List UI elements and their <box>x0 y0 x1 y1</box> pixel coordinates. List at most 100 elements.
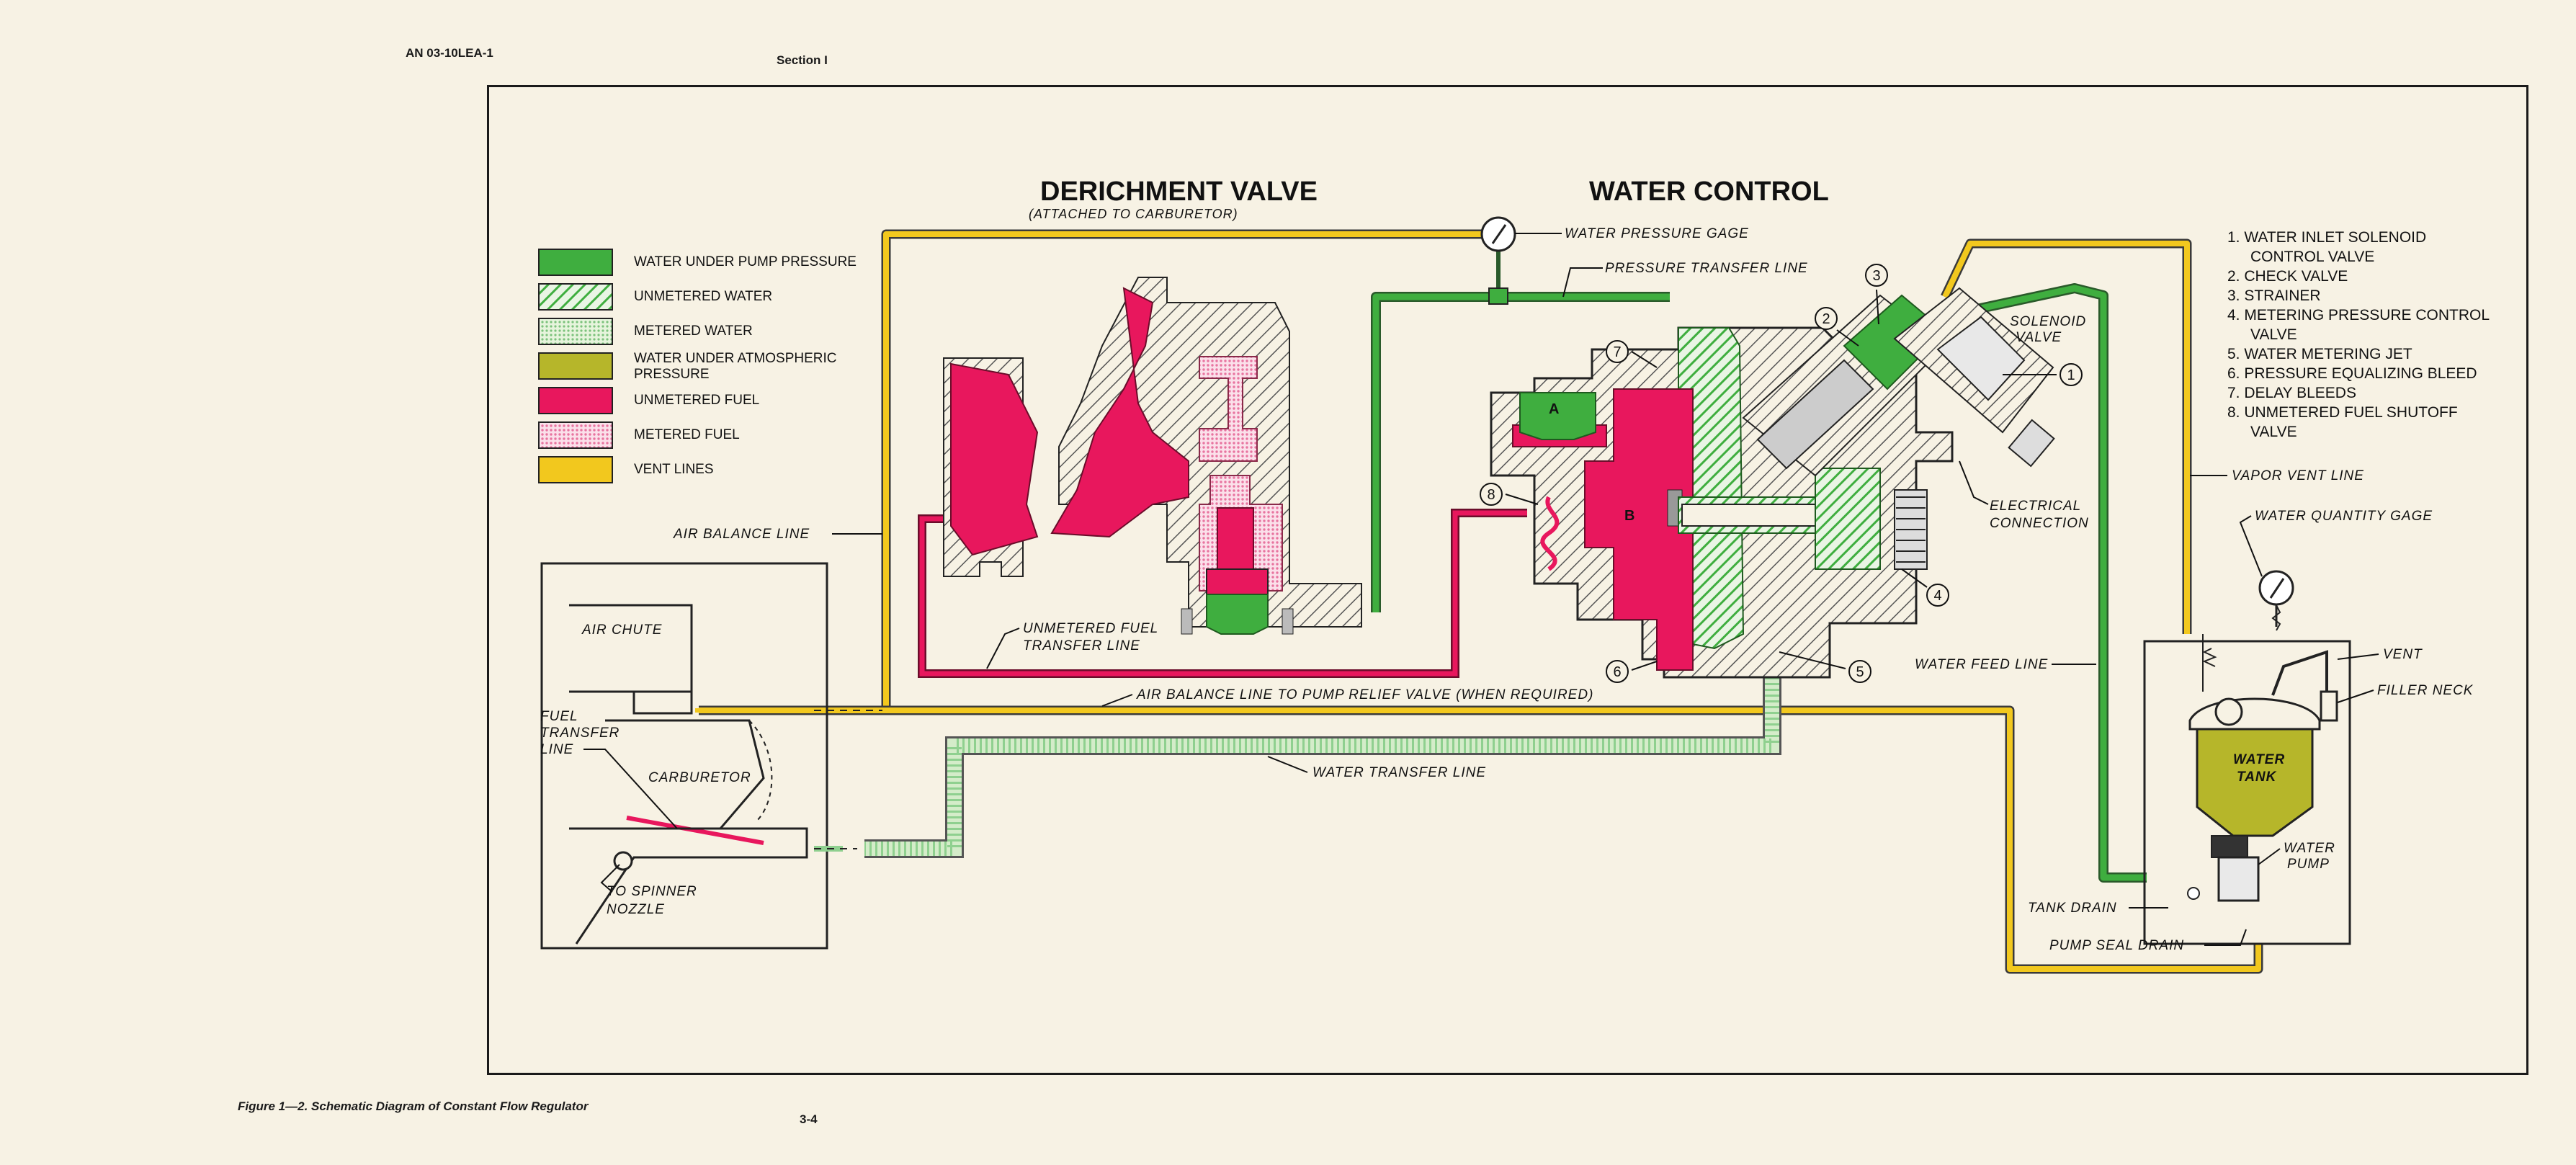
spinner-nozzle-label-2: NOZZLE <box>607 902 665 917</box>
carburetor-inset <box>540 562 882 950</box>
part-4-leader <box>1901 568 1928 588</box>
part-callouts: 1 2 3 4 5 6 7 8 <box>1480 264 2083 683</box>
key-item-7: 7. DELAY BLEEDS <box>2227 385 2356 401</box>
part-2-leader <box>1836 329 1859 347</box>
key-item-2: 2. CHECK VALVE <box>2227 268 2348 285</box>
pump-seal-drain-label: PUMP SEAL DRAIN <box>2049 938 2184 953</box>
water-pressure-gage-label: WATER PRESSURE GAGE <box>1565 226 1749 241</box>
vent-label: VENT <box>2383 647 2423 662</box>
water-tank-assembly <box>2143 570 2351 945</box>
chamber-a-label: A <box>1549 401 1559 417</box>
part-2-number: 2 <box>1822 311 1830 327</box>
water-transfer-line <box>864 648 1781 858</box>
water-pump-label-1: WATER <box>2284 841 2335 856</box>
solenoid-valve-label-2: VALVE <box>2016 330 2062 345</box>
legend-swatch-2 <box>538 318 613 345</box>
electrical-connection-label-2: CONNECTION <box>1990 516 2089 531</box>
air-balance-line-label: AIR BALANCE LINE <box>673 527 810 542</box>
legend-swatch-1 <box>538 283 613 311</box>
part-7-leader <box>1631 351 1658 368</box>
water-tank-label-1: WATER <box>2233 752 2285 767</box>
legend-label-1-0: UNMETERED WATER <box>634 289 772 304</box>
legend-swatch-6 <box>538 456 613 483</box>
legend-swatch-4 <box>538 387 613 414</box>
water-control-unit: A B <box>1490 287 2055 679</box>
legend-label-2-0: METERED WATER <box>634 323 753 339</box>
filler-neck-label: FILLER NECK <box>2377 683 2474 698</box>
part-3-leader <box>1876 289 1879 325</box>
section-label: Section I <box>777 53 828 67</box>
legend-label-0-0: WATER UNDER PUMP PRESSURE <box>634 254 857 269</box>
water-pump-label-2: PUMP <box>2287 857 2330 872</box>
part-3-circle <box>1865 264 1888 287</box>
pressure-transfer-line-label: PRESSURE TRANSFER LINE <box>1605 261 1808 276</box>
water-transfer-line-label: WATER TRANSFER LINE <box>1312 765 1486 780</box>
legend-label-5-0: METERED FUEL <box>634 427 740 442</box>
solenoid-valve-label-1: SOLENOID <box>2010 314 2086 329</box>
key-item-4-cont: VALVE <box>2250 326 2297 343</box>
water-control-title: WATER CONTROL <box>1589 177 1829 207</box>
key-item-1-cont: CONTROL VALVE <box>2250 249 2374 265</box>
part-1-circle <box>2060 363 2083 386</box>
derichment-valve <box>943 277 1362 635</box>
part-8-number: 8 <box>1487 487 1495 503</box>
part-5-number: 5 <box>1856 664 1864 680</box>
part-6-leader <box>1631 661 1658 671</box>
derichment-valve-title: DERICHMENT VALVE <box>1040 177 1318 207</box>
part-3-number: 3 <box>1872 268 1880 284</box>
water-feed-line-label: WATER FEED LINE <box>1915 657 2048 672</box>
part-4-circle <box>1926 584 1949 607</box>
unmetered-fuel-line <box>918 509 1527 678</box>
part-8-circle <box>1480 483 1503 506</box>
vapor-vent-line-label: VAPOR VENT LINE <box>2232 468 2364 483</box>
electrical-connection-label-1: ELECTRICAL <box>1990 499 2081 514</box>
key-item-3: 3. STRAINER <box>2227 287 2321 304</box>
part-2-circle <box>1815 307 1838 330</box>
key-item-6: 6. PRESSURE EQUALIZING BLEED <box>2227 365 2477 382</box>
key-item-5: 5. WATER METERING JET <box>2227 346 2412 362</box>
part-6-circle <box>1606 660 1629 683</box>
tank-drain-label: TANK DRAIN <box>2028 901 2117 916</box>
key-item-4: 4. METERING PRESSURE CONTROL <box>2227 307 2490 323</box>
unmetered-fuel-transfer-label-1: UNMETERED FUEL <box>1023 621 1158 636</box>
water-pressure-gage <box>1480 216 1516 305</box>
fuel-transfer-label-3: LINE <box>540 742 573 757</box>
key-item-8-cont: VALVE <box>2250 424 2297 440</box>
part-7-number: 7 <box>1613 344 1621 360</box>
legend-swatch-5 <box>538 421 613 449</box>
part-6-number: 6 <box>1613 664 1621 680</box>
part-1-number: 1 <box>2067 367 2075 383</box>
chamber-b-label: B <box>1624 508 1634 524</box>
legend-swatch-0 <box>538 249 613 276</box>
legend-label-4-0: UNMETERED FUEL <box>634 393 759 408</box>
derichment-valve-subtitle: (ATTACHED TO CARBURETOR) <box>1029 207 1238 221</box>
water-quantity-gage-label: WATER QUANTITY GAGE <box>2255 509 2433 524</box>
legend: WATER UNDER PUMP PRESSURE UNMETERED WATER… <box>538 249 857 483</box>
part-7-circle <box>1606 340 1629 363</box>
part-4-number: 4 <box>1933 588 1941 604</box>
vent-lines <box>699 229 2263 974</box>
part-8-leader <box>1505 494 1539 505</box>
part-5-circle <box>1848 660 1871 683</box>
unmetered-fuel-transfer-label-2: TRANSFER LINE <box>1023 638 1140 653</box>
legend-label-3-1: PRESSURE <box>634 367 710 382</box>
spinner-nozzle-label-1: TO SPINNER <box>607 884 697 899</box>
figure-caption: Figure 1—2. Schematic Diagram of Constan… <box>238 1099 589 1113</box>
legend-label-3-0: WATER UNDER ATMOSPHERIC <box>634 351 837 366</box>
doc-number: AN 03-10LEA-1 <box>406 46 493 60</box>
carburetor-label: CARBURETOR <box>648 770 751 785</box>
air-balance-relief-label: AIR BALANCE LINE TO PUMP RELIEF VALVE (W… <box>1136 687 1593 702</box>
page-number: 3-4 <box>800 1112 818 1126</box>
part-5-leader <box>1779 651 1846 669</box>
water-tank-label-2: TANK <box>2237 769 2277 785</box>
legend-swatch-3 <box>538 352 613 380</box>
legend-label-6-0: VENT LINES <box>634 462 714 477</box>
key-item-1: 1. WATER INLET SOLENOID <box>2227 229 2426 246</box>
air-chute-label: AIR CHUTE <box>581 622 662 638</box>
fuel-transfer-label-2: TRANSFER <box>540 726 620 741</box>
fuel-transfer-label-1: FUEL <box>540 709 578 724</box>
part-key-list: 1. WATER INLET SOLENOID CONTROL VALVE 2. C… <box>2227 229 2490 440</box>
diagram-frame <box>487 85 2528 1075</box>
key-item-8: 8. UNMETERED FUEL SHUTOFF <box>2227 404 2458 421</box>
